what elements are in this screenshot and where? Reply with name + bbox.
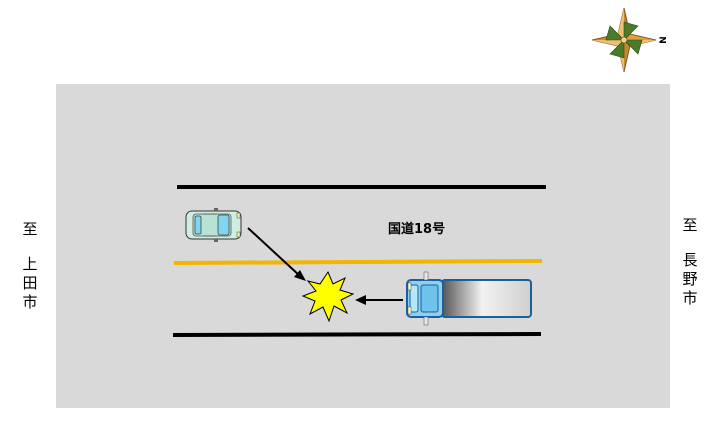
compass-north-label: N bbox=[657, 36, 667, 44]
truck bbox=[406, 271, 532, 326]
truck-trajectory-arrow bbox=[355, 295, 403, 305]
right-destination-city: 長野市 bbox=[682, 251, 698, 307]
left-destination-prefix: 至 bbox=[22, 220, 38, 238]
impact-burst bbox=[301, 270, 355, 323]
compass-icon: N bbox=[591, 7, 667, 73]
center-line bbox=[173, 259, 543, 265]
car bbox=[185, 208, 242, 242]
right-destination-prefix: 至 bbox=[682, 216, 698, 234]
road-area bbox=[56, 84, 670, 408]
right-destination-label: 至 長野市 bbox=[680, 216, 700, 308]
car-trajectory-arrow bbox=[247, 227, 306, 281]
lower-edge-line bbox=[172, 332, 542, 337]
road-name-label: 国道18号 bbox=[388, 222, 446, 237]
left-destination-city: 上田市 bbox=[22, 255, 38, 311]
left-destination-label: 至 上田市 bbox=[20, 220, 40, 312]
